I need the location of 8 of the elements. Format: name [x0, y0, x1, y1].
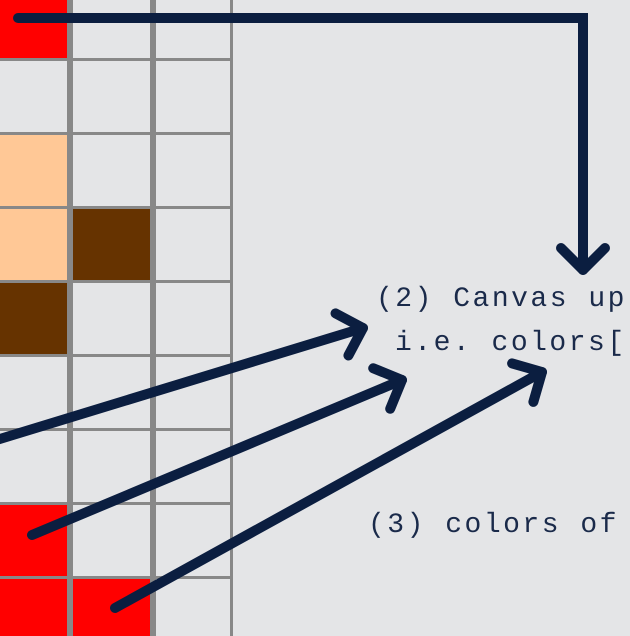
arrow [110, 358, 547, 613]
arrow [0, 308, 368, 447]
pixel-cell [73, 579, 150, 636]
pixel-cell [0, 505, 67, 576]
note-text: (2) Canvas up i.e. colors[ [376, 278, 630, 366]
arrow [27, 363, 407, 540]
note-text: (3) colors of [368, 509, 619, 543]
arrow [13, 13, 610, 275]
